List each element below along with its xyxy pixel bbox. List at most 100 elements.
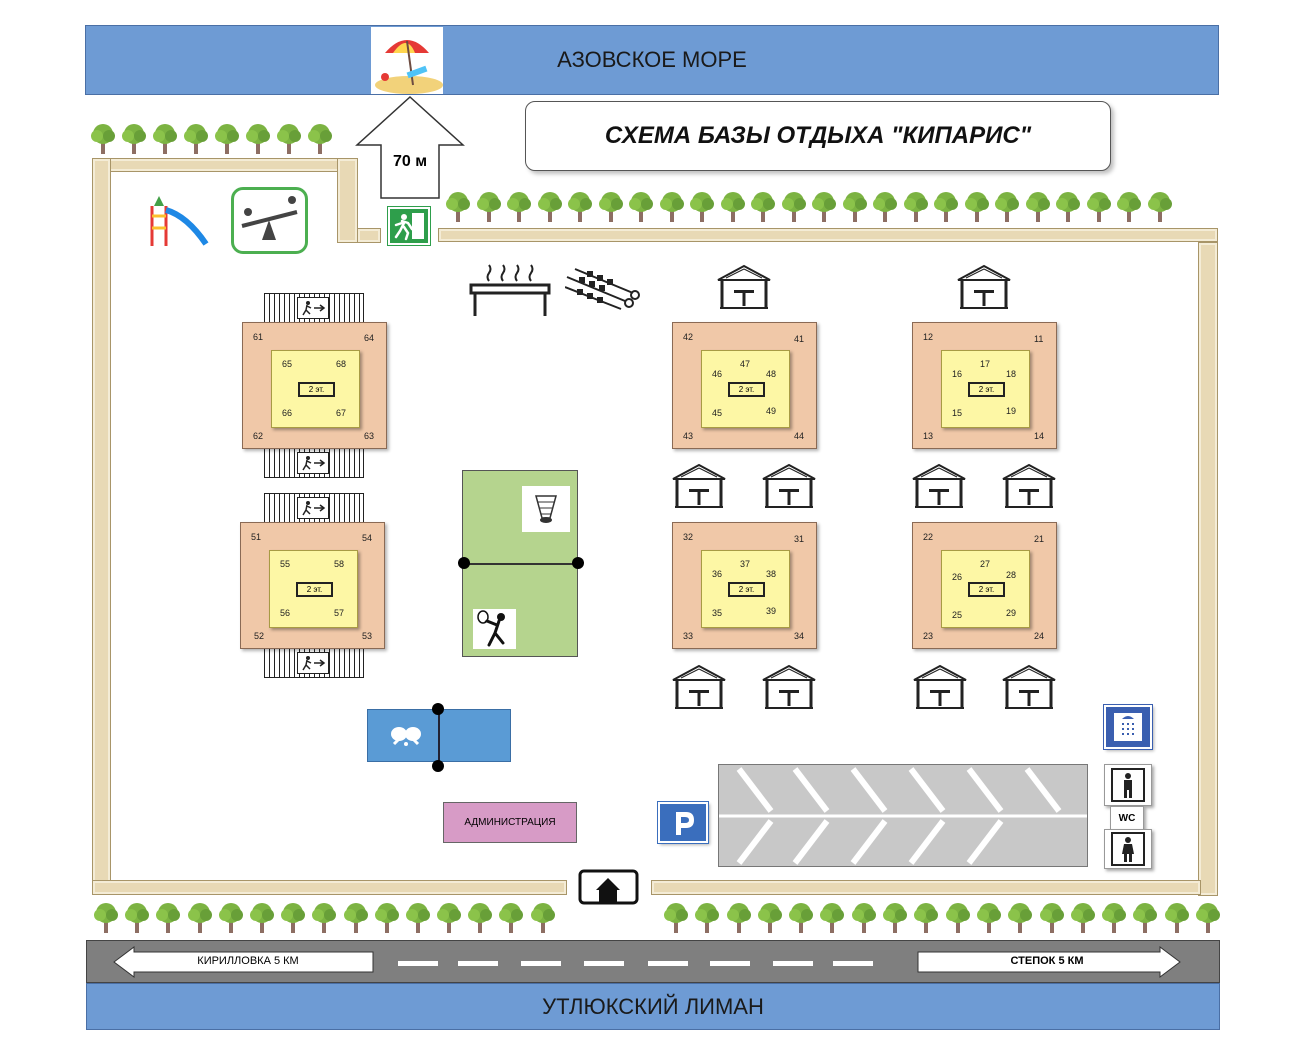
emergency-exit-icon	[388, 207, 430, 245]
tree-icon	[218, 903, 243, 933]
road-sign-left: КИРИЛЛОВКА 5 КМ	[113, 946, 375, 978]
room-number: 56	[280, 608, 291, 618]
room-number: 38	[766, 569, 777, 579]
gazebo-icon	[716, 264, 772, 310]
court-net	[463, 563, 577, 565]
tree-icon	[374, 903, 399, 933]
net-post	[432, 760, 444, 772]
gazebo-icon	[671, 463, 727, 509]
tree-icon	[568, 192, 592, 222]
tree-icon	[690, 192, 714, 222]
exit-icon	[297, 652, 329, 674]
tree-icon	[1133, 903, 1158, 933]
gazebo-icon	[761, 664, 817, 710]
room-number: 29	[1006, 608, 1017, 618]
tree-icon	[91, 124, 115, 154]
tree-icon	[405, 903, 430, 933]
room-number: 28	[1006, 570, 1017, 580]
road: КИРИЛЛОВКА 5 КМ СТЕПОК 5 КМ	[86, 940, 1220, 983]
grill-icon	[467, 263, 553, 318]
gazebo-icon	[912, 664, 968, 710]
room-number: 18	[1006, 369, 1017, 379]
house-40: 42 41 43 44 47 46 48 45 49 2 эт.	[672, 322, 817, 449]
female-toilet-icon	[1104, 829, 1152, 869]
tree-icon	[1086, 192, 1111, 222]
badminton-court	[462, 470, 578, 657]
sea-label: АЗОВСКОЕ МОРЕ	[557, 47, 747, 72]
exit-icon	[297, 452, 329, 474]
floor-badge: 2 эт.	[728, 582, 765, 597]
stairs-house-50-top	[264, 493, 364, 523]
fence-bottom-left	[92, 880, 567, 895]
fence-right	[1198, 242, 1218, 896]
road-dash	[833, 961, 873, 966]
tree-icon	[312, 903, 337, 933]
tree-icon	[995, 192, 1019, 222]
room-number: 14	[1034, 431, 1045, 441]
tree-icon	[468, 903, 493, 933]
road-dash	[584, 961, 624, 966]
tree-icon	[277, 124, 301, 154]
room-number: 48	[766, 369, 777, 379]
tree-icon	[215, 124, 239, 154]
right-road-label: СТЕПОК 5 КМ	[1010, 955, 1084, 967]
tree-icon	[664, 903, 688, 933]
road-dash	[710, 961, 750, 966]
room-number: 42	[683, 332, 694, 342]
house-30-floor2: 37 36 38 35 39 2 эт.	[701, 550, 790, 628]
seesaw-icon	[231, 187, 308, 254]
tree-icon	[446, 192, 470, 222]
fence-left	[92, 158, 111, 895]
room-number: 32	[683, 532, 694, 542]
fence-top-right	[438, 228, 1218, 242]
page-title: СХЕМА БАЗЫ ОТДЫХА "КИПАРИС"	[525, 101, 1111, 171]
skewers-icon	[564, 265, 640, 313]
tree-icon	[695, 903, 720, 933]
room-number: 49	[766, 406, 777, 416]
tree-icon	[726, 903, 751, 933]
house-50-floor2: 55 58 56 57 2 эт.	[269, 550, 358, 628]
tree-icon	[1070, 903, 1095, 933]
tree-icon	[530, 903, 555, 933]
room-number: 21	[1034, 534, 1045, 544]
house-10: 12 11 13 14 17 16 18 15 19 2 эт.	[912, 322, 1057, 449]
room-number: 52	[254, 631, 265, 641]
tree-icon	[976, 903, 1001, 933]
room-number: 35	[712, 608, 723, 618]
tree-icon	[842, 192, 867, 222]
fence-top-left-post	[337, 158, 358, 243]
net-post	[432, 703, 444, 715]
exit-icon	[297, 497, 329, 519]
room-number: 51	[251, 532, 262, 542]
room-number: 33	[683, 631, 694, 641]
net-post	[458, 557, 470, 569]
tree-icon	[1025, 192, 1050, 222]
tree-icon	[187, 903, 212, 933]
road-dash	[398, 961, 438, 966]
table-net	[438, 710, 440, 761]
tree-icon	[873, 192, 897, 222]
room-number: 13	[923, 431, 934, 441]
distance-arrow: 70 м	[355, 95, 465, 200]
room-number: 41	[794, 334, 805, 344]
slide-icon	[132, 186, 219, 253]
tree-icon	[751, 192, 775, 222]
tree-icon	[1102, 903, 1127, 933]
tree-icon	[851, 903, 876, 933]
room-number: 43	[683, 431, 694, 441]
room-number: 34	[794, 631, 805, 641]
gazebo-icon	[911, 463, 967, 509]
tree-icon	[781, 192, 806, 222]
room-number: 66	[282, 408, 293, 418]
tree-icon	[1008, 903, 1033, 933]
administration-label: АДМИНИСТРАЦИЯ	[464, 817, 556, 828]
floor-badge: 2 эт.	[728, 382, 765, 397]
tree-icon	[945, 903, 970, 933]
tree-icon	[934, 192, 958, 222]
exit-icon	[297, 297, 329, 319]
title-text: СХЕМА БАЗЫ ОТДЫХА "КИПАРИС"	[604, 122, 1032, 149]
tree-icon	[1196, 903, 1221, 933]
tree-icon	[914, 903, 939, 933]
room-number: 36	[712, 569, 723, 579]
badminton-player-icon	[473, 609, 516, 649]
